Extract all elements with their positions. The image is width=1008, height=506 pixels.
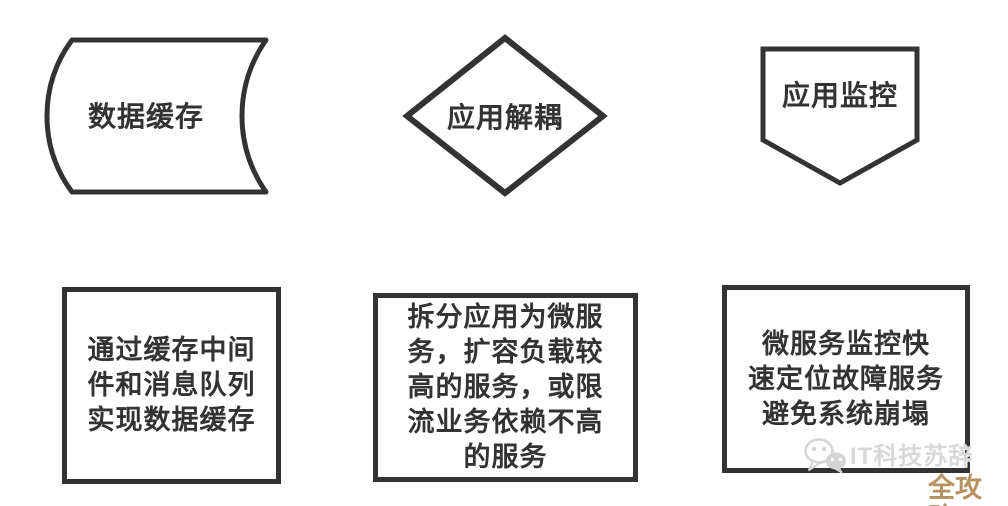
- decoupling-description-text: 拆分应用为微服 务，扩容负载较 高的服务，或限 流业务依赖不高 的服务: [407, 302, 604, 472]
- watermark-tagline-text: 全攻略: [928, 473, 982, 506]
- wechat-icon: [804, 438, 846, 475]
- monitoring-description-box: 微服务监控快 速定位故障服务 避免系统崩塌: [722, 285, 970, 473]
- cache-description-text: 通过缓存中间 件和消息队列 实现数据缓存: [87, 335, 256, 435]
- decision-diamond-shape: [402, 34, 608, 197]
- banner-pentagon-shape: [760, 46, 920, 186]
- cache-description-box: 通过缓存中间 件和消息队列 实现数据缓存: [62, 287, 281, 484]
- monitoring-description-text: 微服务监控快 速定位故障服务 避免系统崩塌: [748, 328, 944, 429]
- decision-diamond-label: 应用解耦: [446, 102, 563, 133]
- decoupling-description-box: 拆分应用为微服 务，扩容负载较 高的服务，或限 流业务依赖不高 的服务: [373, 293, 638, 482]
- watermark-brand-text: IT科技苏辞: [850, 443, 974, 470]
- stored-data-shape: [44, 37, 269, 195]
- banner-pentagon-label: 应用监控: [781, 80, 898, 111]
- stored-data-label: 数据缓存: [87, 101, 204, 132]
